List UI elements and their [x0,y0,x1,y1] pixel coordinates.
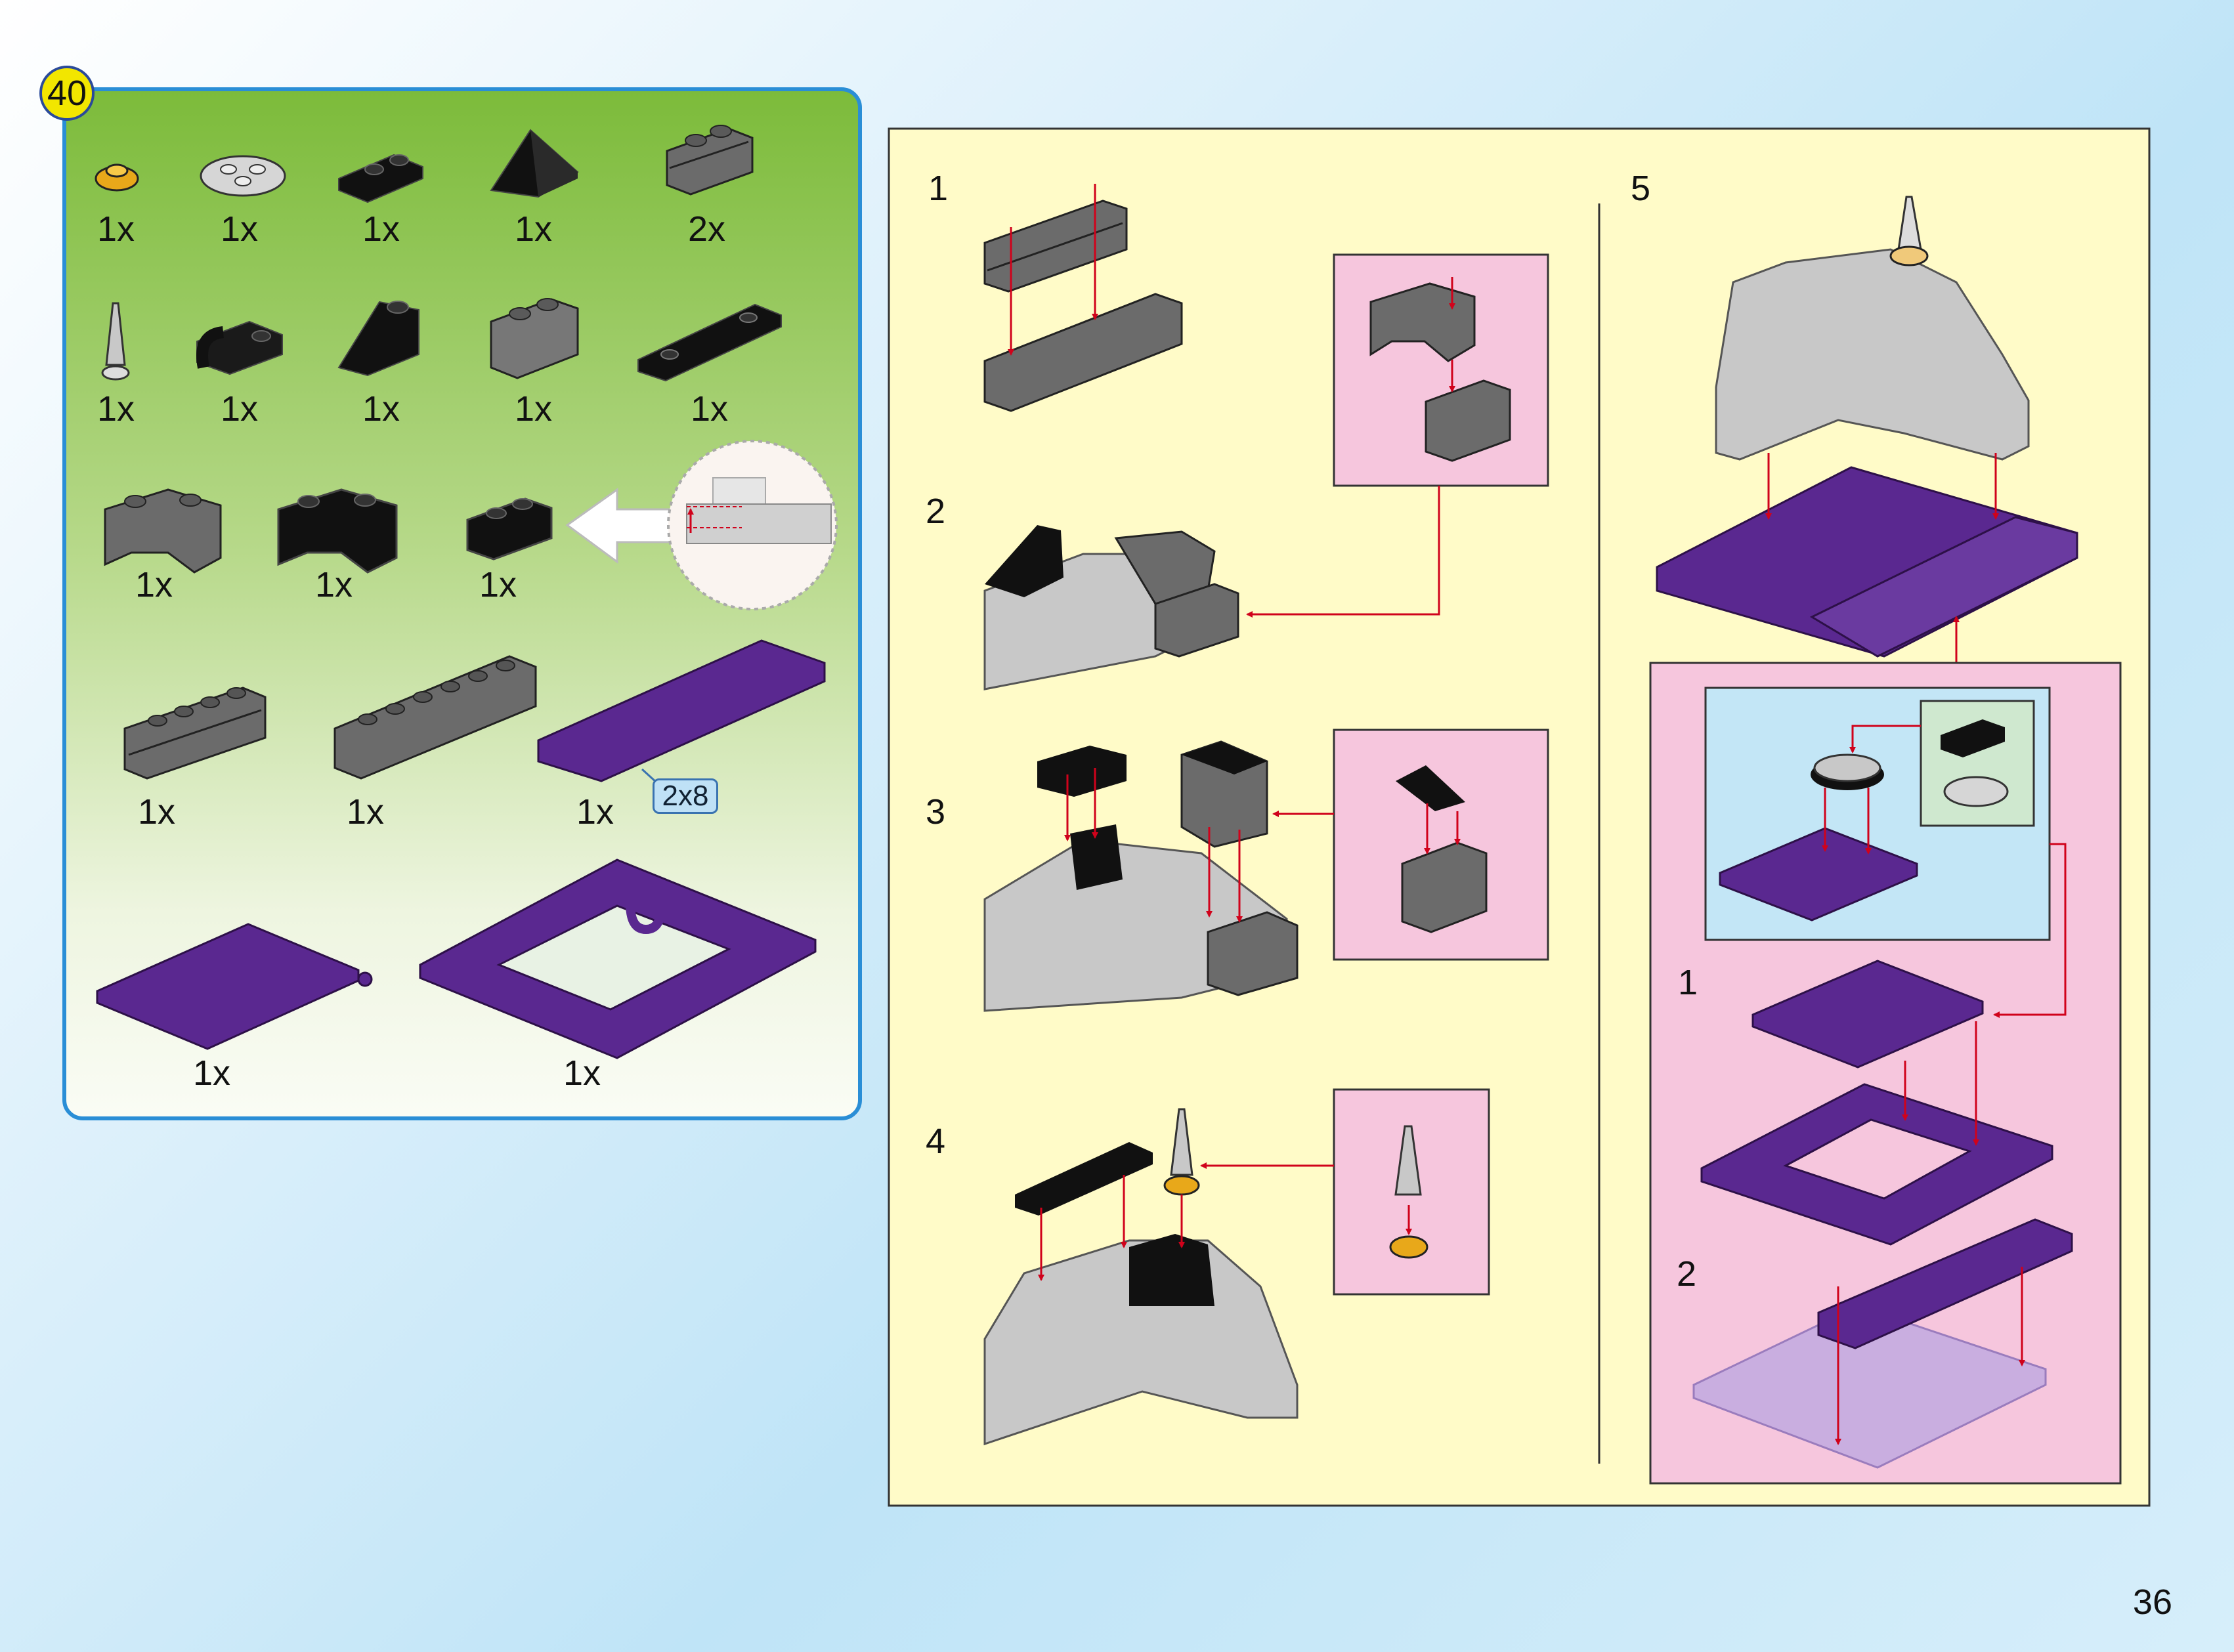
part-brick-black-1x2 [466,498,553,561]
part-count: 1x [362,209,400,249]
part-count: 1x [515,209,553,249]
substep-number: 1 [1678,963,1698,1002]
part-brick-gray-groove [666,125,754,196]
substep-green-box [1920,700,2035,827]
step-number: 2 [926,492,946,531]
part-count: 1x [97,209,135,249]
substep2-assembly [1692,1218,2073,1469]
connector-5-sub [1993,843,2067,1018]
callout-step4-parts [1389,1125,1428,1259]
part-horn-silver [101,302,130,381]
part-count: 1x [97,389,135,429]
part-count: 1x [221,389,259,429]
part-count: 2x [688,209,726,249]
step1-assembly [983,184,1183,412]
detail-magnifier [667,440,838,610]
part-count: 1x [576,792,614,832]
step-badge: 40 [39,66,95,121]
part-count: 1x [479,565,517,604]
step3-assembly [983,740,1299,1012]
part-count: 1x [138,792,176,832]
part-slope-black-2 [337,301,419,377]
step-number: 1 [928,169,949,208]
step4-assembly [983,1108,1299,1446]
part-count: 1x [362,389,400,429]
part-count: 1x [515,389,553,429]
part-brick-gray-1x6 [333,655,537,780]
callout-step1-parts [1369,277,1511,462]
part-count: 1x [221,209,259,249]
part-count: 1x [135,565,173,604]
part-plate-black-1x2 [338,154,423,203]
part-count: 1x [347,792,385,832]
step-number: 4 [926,1122,946,1161]
part-plate-purple-6x6 [96,923,373,1050]
part-round-plate-light [200,155,286,197]
size-tag: 2x8 [653,778,718,814]
page-number: 36 [2132,1582,2172,1622]
part-frame-purple [419,858,817,1059]
part-brick-gray-1x2 [490,298,579,379]
step2-assembly [983,525,1239,690]
substep-number: 2 [1677,1254,1697,1294]
part-count: 1x [691,389,729,429]
part-slope-black [490,129,579,198]
part-round-plate-gold [95,163,139,192]
part-arch-black [277,488,398,574]
step-number: 5 [1631,169,1651,208]
part-count: 1x [563,1053,601,1093]
part-count: 1x [315,565,353,604]
part-plate-black-1x6 [637,303,782,382]
step5-assembly [1656,196,2078,663]
callout-step3-parts [1396,765,1488,933]
part-clip-black [196,320,283,375]
connector-1-2 [1246,486,1440,618]
substep-mini-parts [1719,719,2009,921]
part-brick-gray-1x4-groove [123,687,267,780]
part-count: 1x [193,1053,231,1093]
part-arch-gray [104,488,222,574]
substep1-assembly [1700,960,2053,1246]
step-number: 3 [926,792,946,832]
